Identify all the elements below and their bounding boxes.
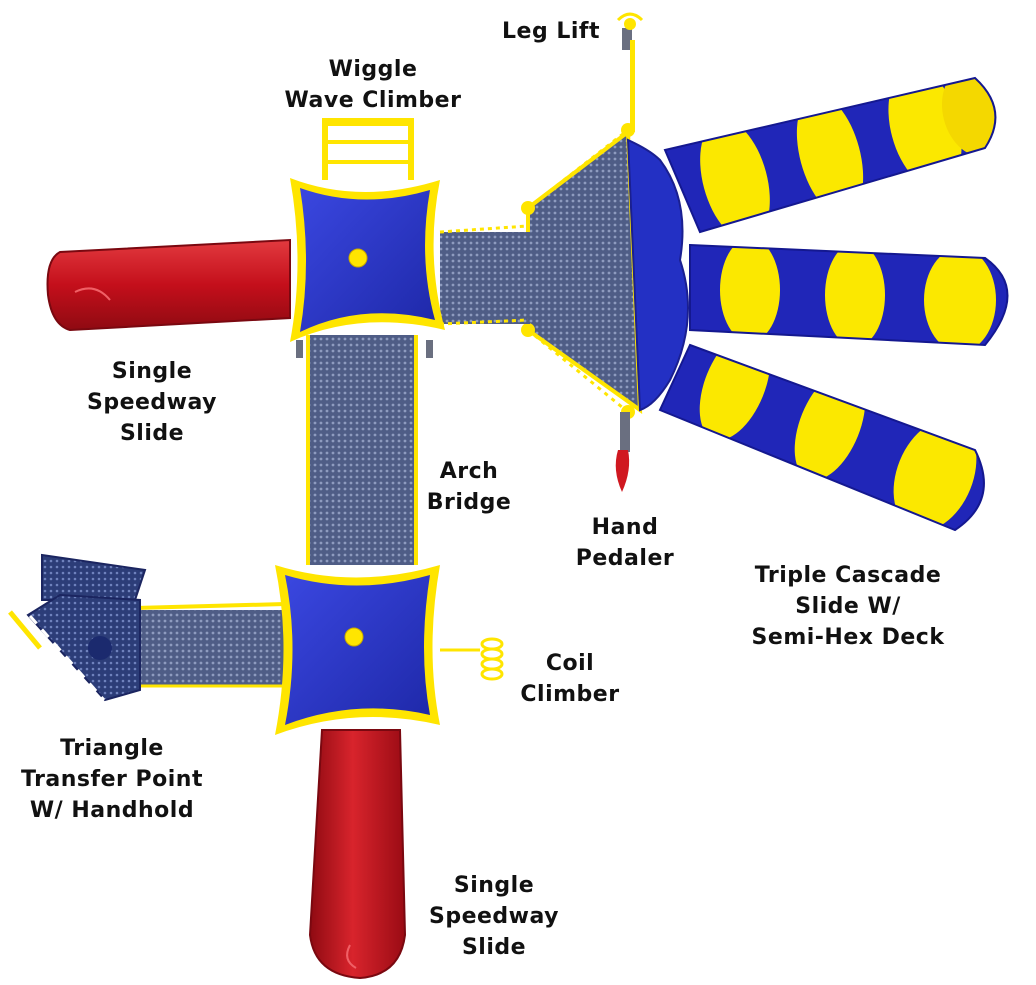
label-line: Wiggle	[328, 57, 418, 82]
cascade-slide-top	[663, 76, 997, 234]
label-line: Hand	[591, 515, 659, 540]
semi-hex-deck	[521, 123, 689, 419]
label-line: Pedaler	[575, 546, 675, 571]
label-line: Coil	[545, 651, 595, 676]
label-triangle-transfer-point: Triangle Transfer Point W/ Handhold	[14, 733, 210, 826]
label-hand-pedaler: Hand Pedaler	[560, 512, 690, 574]
label-single-speedway-slide-bottom: Single Speedway Slide	[424, 870, 564, 963]
label-leg-lift: Leg Lift	[492, 16, 610, 47]
upper-connector-bridge	[439, 224, 530, 326]
label-wiggle-wave-climber: Wiggle Wave Climber	[268, 54, 478, 116]
hand-pedaler	[615, 412, 630, 492]
label-line: Speedway	[86, 390, 218, 415]
label-line: Slide W/	[795, 594, 901, 619]
upper-deck	[290, 178, 445, 358]
lower-deck	[275, 565, 440, 735]
label-line: Climber	[520, 682, 620, 707]
label-line: Leg Lift	[502, 19, 600, 44]
single-speedway-slide-left	[46, 238, 291, 332]
label-line: Slide	[461, 935, 527, 960]
leg-lift	[616, 12, 644, 132]
single-speedway-slide-bottom	[308, 729, 407, 980]
label-line: Slide	[119, 421, 185, 446]
arch-bridge	[306, 335, 418, 565]
wiggle-wave-climber	[322, 118, 414, 180]
label-line: Triple Cascade	[754, 563, 942, 588]
label-line: Single	[111, 359, 193, 384]
triangle-transfer-point	[8, 553, 147, 702]
label-arch-bridge: Arch Bridge	[410, 456, 528, 518]
cascade-slide-middle	[689, 243, 1009, 347]
label-line: Arch	[439, 459, 499, 484]
label-line: Transfer Point	[20, 767, 203, 792]
label-line: Single	[453, 873, 535, 898]
label-line: Wave Climber	[284, 88, 462, 113]
label-single-speedway-slide-left: Single Speedway Slide	[82, 356, 222, 449]
triple-cascade-slide	[658, 76, 1009, 532]
lower-connector-bridge	[134, 602, 286, 688]
label-line: Semi-Hex Deck	[751, 625, 945, 650]
cascade-slide-bottom	[658, 343, 985, 532]
label-coil-climber: Coil Climber	[508, 648, 632, 710]
label-line: Bridge	[426, 490, 512, 515]
label-line: W/ Handhold	[29, 798, 195, 823]
label-line: Speedway	[428, 904, 560, 929]
coil-climber	[440, 637, 504, 681]
label-line: Triangle	[60, 736, 164, 761]
label-triple-cascade-slide: Triple Cascade Slide W/ Semi-Hex Deck	[730, 560, 966, 653]
